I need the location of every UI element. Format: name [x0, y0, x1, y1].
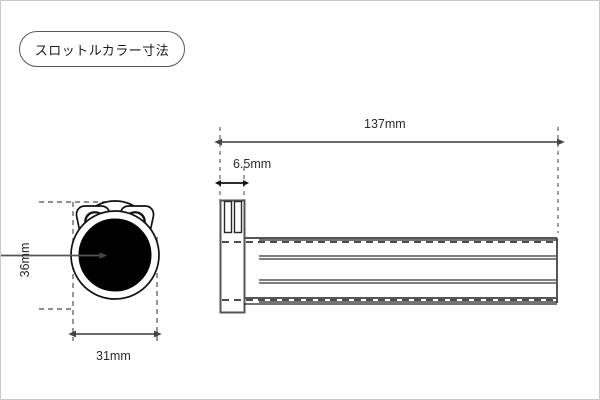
tube-profile-lines: [244, 239, 557, 305]
flange-slot-left: [223, 200, 233, 234]
tube-bore-lines: [259, 255, 557, 284]
flange-slot-right: [233, 200, 243, 234]
side-view: [214, 127, 565, 314]
drawing-title-label: スロットルカラー寸法: [34, 43, 170, 59]
dimension-label-section-height: 36mm: [18, 242, 32, 278]
dimension-label-section-width: 31mm: [96, 349, 131, 363]
dimension-label-flange-thickness: 6.5mm: [233, 157, 272, 171]
dimension-label-overall-length: 137mm: [364, 117, 406, 131]
tube-hidden-edges: [222, 241, 556, 301]
cross-section-view: [1, 200, 162, 341]
drawing-title-box: スロットルカラー寸法: [19, 31, 185, 67]
section-extension-lines: [39, 201, 158, 341]
